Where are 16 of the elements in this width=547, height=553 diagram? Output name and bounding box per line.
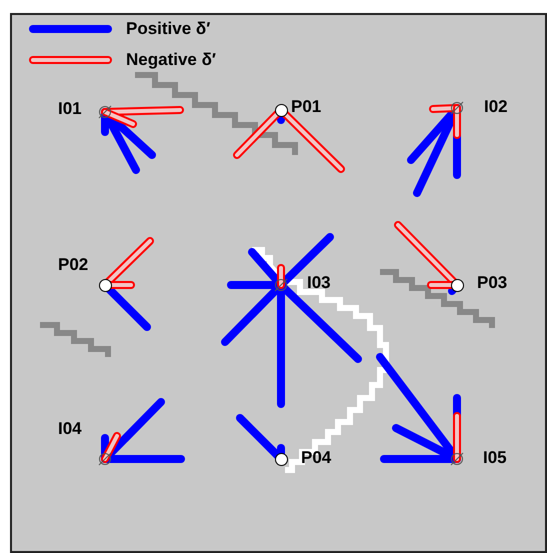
point-label: P02 [58, 256, 88, 273]
sensor-point-icon [97, 104, 113, 120]
point-label: P04 [301, 449, 332, 466]
sensor-point-icon [273, 277, 289, 293]
sensor-point-icon [97, 451, 113, 467]
point-label: P03 [477, 274, 508, 291]
sensor-point-icon [449, 100, 465, 116]
point-label: P01 [291, 98, 322, 115]
legend-label: Negative δ′ [126, 51, 216, 68]
point-label: I02 [484, 98, 508, 115]
sensor-point-icon [449, 451, 465, 467]
point-label: I04 [58, 420, 82, 437]
point-label: I03 [307, 274, 331, 291]
point-label: I05 [483, 449, 507, 466]
legend-label: Positive δ′ [126, 20, 210, 37]
point-label: I01 [58, 100, 82, 117]
